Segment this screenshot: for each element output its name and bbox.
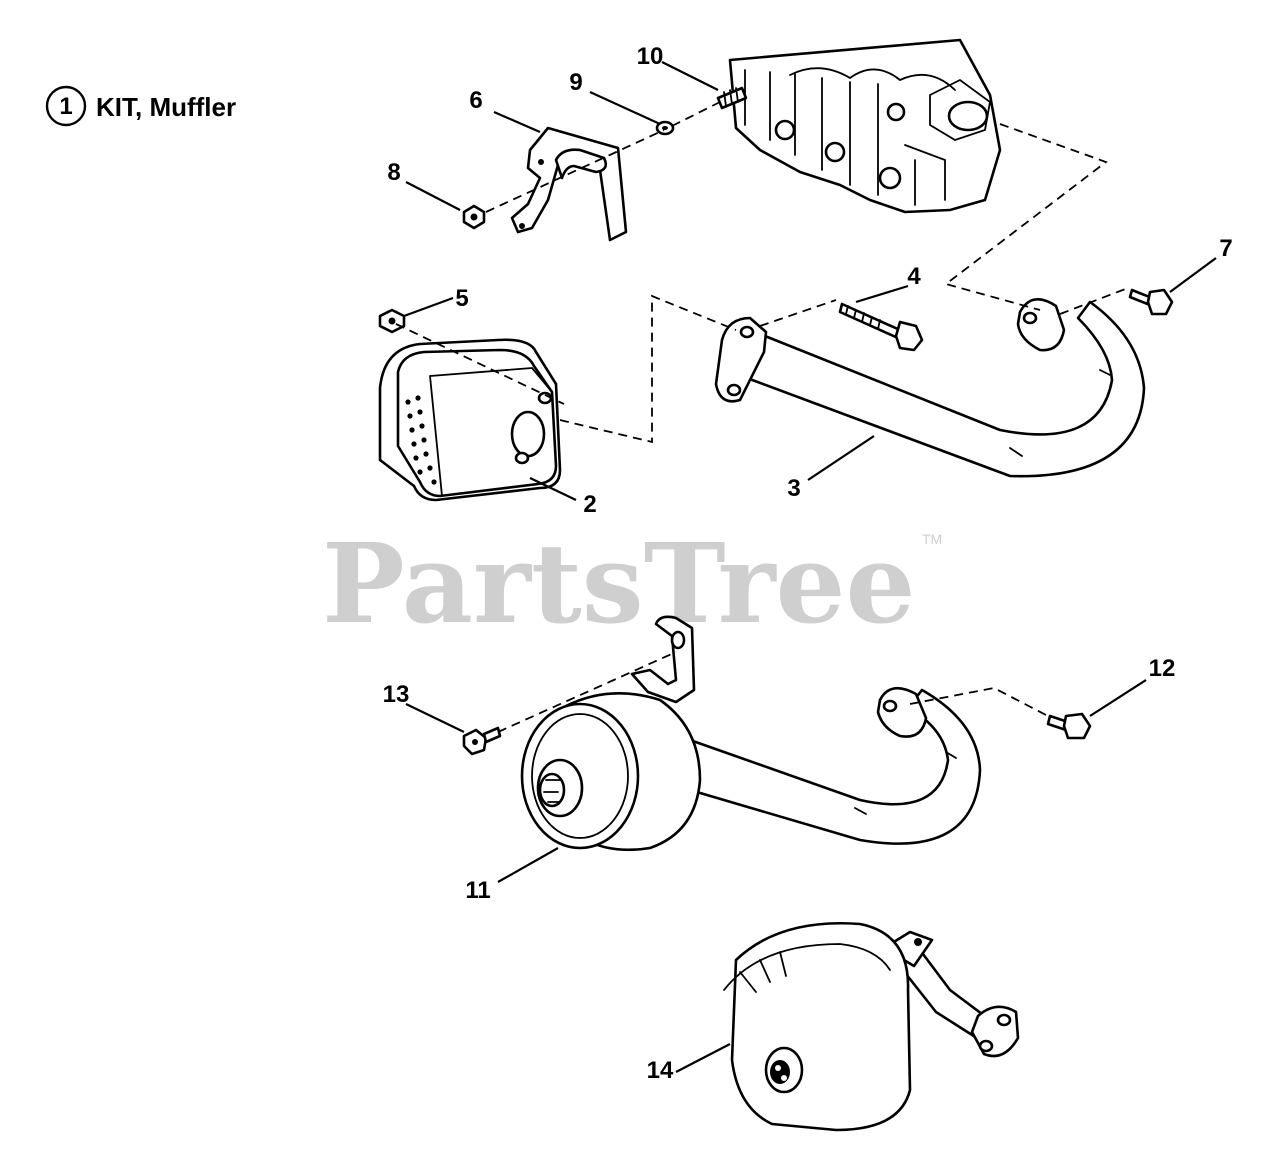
callout-5: 5 [455, 285, 468, 312]
callout-leaders [403, 61, 1217, 1073]
kit-label: KIT, Muffler [96, 92, 236, 122]
callout-13: 13 [383, 681, 410, 708]
callout-2: 2 [583, 491, 596, 518]
watermark-text: PartsTree [322, 519, 916, 648]
part-4-bolt [838, 302, 924, 352]
part-7-bolt [1128, 288, 1174, 316]
part-13-bolt [462, 726, 502, 756]
part-9-washer [655, 120, 675, 136]
muffler-vent-holes [405, 395, 437, 485]
engine-block [728, 38, 1002, 214]
callout-8: 8 [387, 159, 400, 186]
callout-14: 14 [647, 1057, 674, 1084]
part-6-bracket [510, 126, 628, 242]
callout-7: 7 [1219, 235, 1232, 262]
callout-numbers: 10 9 6 8 5 4 7 2 3 13 12 11 14 [383, 43, 1233, 1084]
callout-10: 10 [637, 43, 664, 70]
part-5-nut [378, 308, 406, 334]
part-3-exhaust-pipe [714, 298, 1146, 478]
part-2-muffler [378, 338, 562, 502]
callout-3: 3 [787, 475, 800, 502]
alignment-dashes [395, 101, 1129, 733]
callout-9: 9 [569, 69, 582, 96]
callout-12: 12 [1149, 655, 1176, 682]
kit-number-circle [45, 85, 87, 127]
part-11-muffler-assembly [520, 615, 982, 852]
part-10-stud [716, 86, 748, 110]
callout-4: 4 [907, 263, 921, 290]
watermark-tm: TM [922, 531, 942, 547]
parts-tree-watermark: PartsTree TM [322, 519, 942, 648]
part-8-nut [462, 204, 486, 230]
kit-legend: 1 KIT, Muffler [45, 85, 236, 127]
part-14-muffler [723, 922, 1020, 1132]
callout-11: 11 [465, 877, 490, 904]
callout-6: 6 [469, 87, 482, 114]
kit-number: 1 [59, 93, 72, 120]
part-12-bolt [1046, 712, 1092, 740]
